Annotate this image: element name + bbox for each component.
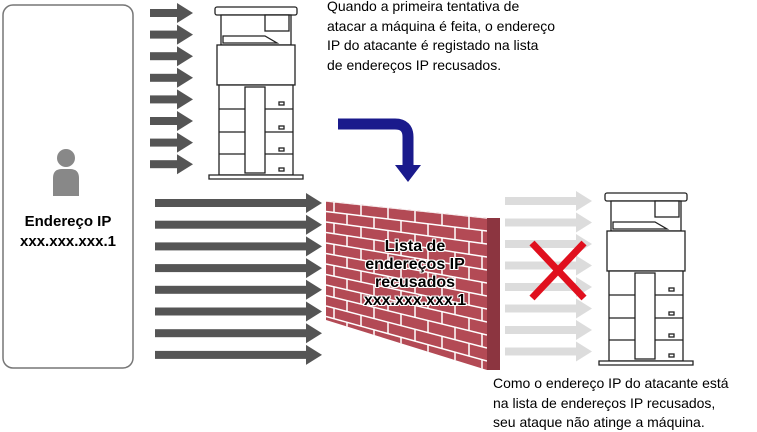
arrow [155,301,322,322]
arrow [505,320,592,340]
arrow [505,298,592,319]
note-line: Como o endereço IP do atacante está [493,375,729,391]
firewall-brick-wall [326,201,500,370]
note-line: Quando a primeira tentativa de [327,0,520,14]
wall-line: Lista de [384,238,446,255]
arrow [150,3,193,23]
arrow [150,67,193,88]
printer-icon-protected [598,192,694,366]
arrow [155,214,322,235]
arrow [150,89,193,110]
attacker-ip-label: Endereço IP xxx.xxx.xxx.1 [3,212,133,252]
arrow [155,258,322,279]
attacker-ip: xxx.xxx.xxx.1 [20,233,116,250]
arrow [150,132,193,153]
wall-line: xxx.xxx.xxx.1 [363,292,467,309]
note-line: atacar a máquina é feita, o endereço [327,17,556,34]
blocked-attack-arrows [155,193,322,365]
printer-icon-attacked [208,6,304,180]
blocked-cross-icon [529,240,587,301]
first-attempt-note: Quando a primeira tentativa de atacar a … [327,0,555,75]
arrow [150,24,193,45]
arrow [150,154,193,175]
arrow [150,46,193,67]
arrow [150,111,193,131]
arrow [155,236,322,257]
wall-line: endereços IP [365,256,465,273]
arrow [505,255,592,276]
arrow [155,193,322,213]
denied-list-label: Lista de endereços IP recusados xxx.xxx.… [340,238,490,310]
register-flow-arrow [338,118,421,182]
arrow [505,191,592,211]
person-icon [53,149,79,196]
wall-line: recusados [374,274,456,291]
arrow [155,344,322,365]
arrow [155,323,322,344]
note-line: na lista de endereços IP recusados, [493,394,716,411]
blocked-note: Como o endereço IP do atacante está na l… [493,374,729,432]
arrow [155,279,322,300]
arrow [505,212,592,233]
attacker-label: Endereço IP [24,213,112,230]
initial-attack-arrows [150,3,193,175]
note-line: seu ataque não atinge a máquina. [493,414,705,430]
arrow [505,341,592,362]
note-line: IP do atacante é registado na lista [327,37,539,53]
note-line: de endereços IP recusados. [327,56,502,73]
